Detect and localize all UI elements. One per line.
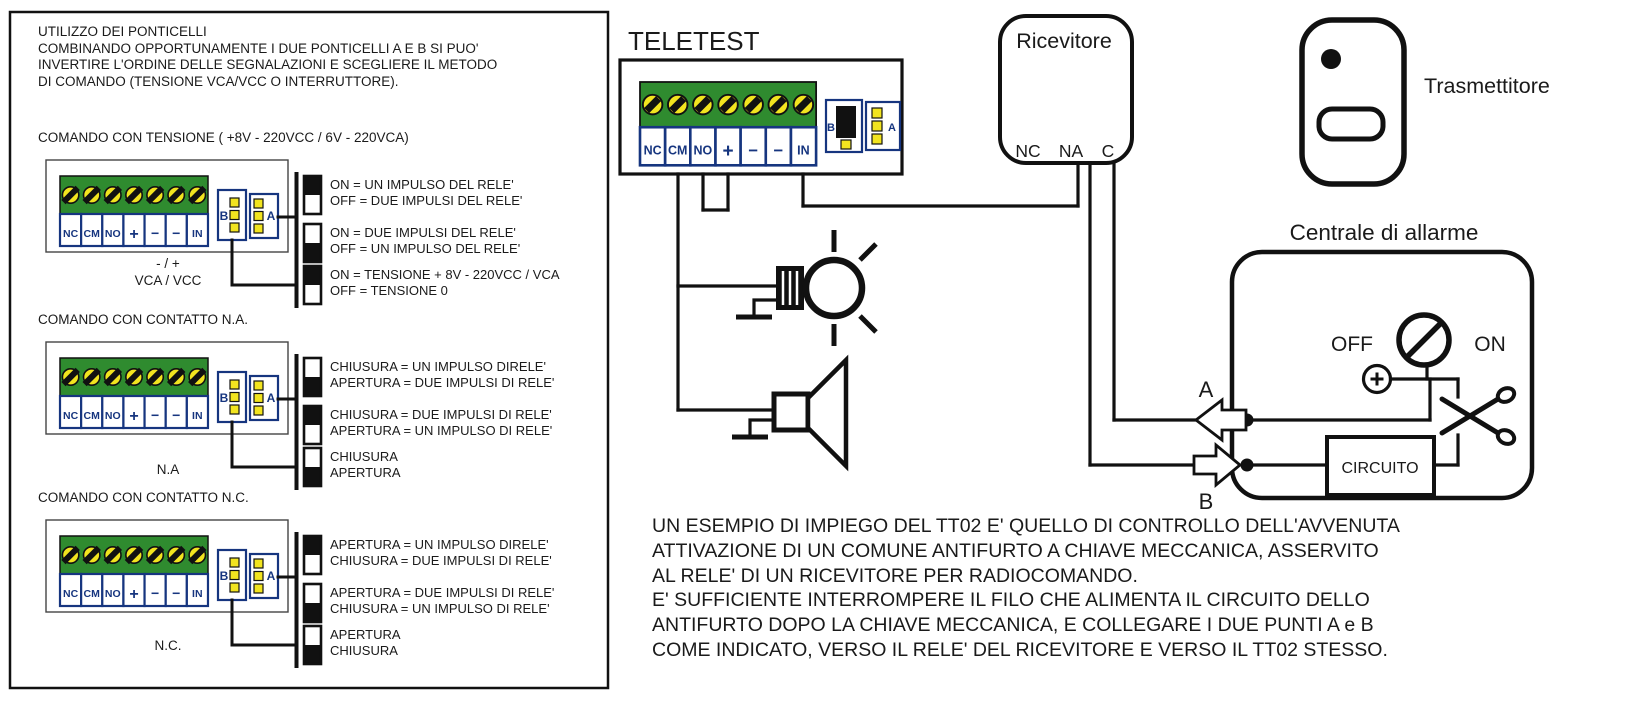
horn-ground-icon [732, 418, 774, 440]
section-contatto-nc-graphics: B A [45, 519, 323, 668]
point-a-arrow-icon [1193, 397, 1248, 443]
centrale-wiring [1245, 363, 1460, 467]
section-contatto-na-graphics: B A [45, 341, 323, 490]
tensione-caption: - / + VCA / VCC [134, 256, 202, 288]
dip-switch-3 [302, 446, 323, 488]
dip-switch-1 [302, 174, 323, 216]
section-tensione-title: COMANDO CON TENSIONE ( +8V - 220VCC / 6V… [38, 130, 409, 145]
jumper-b-cap [836, 106, 856, 138]
left-panel-border [8, 10, 610, 690]
jumper-a-label: A [267, 569, 276, 583]
na-switch3-labels: CHIUSURA APERTURA [330, 449, 401, 480]
tensione-switch1-labels: ON = UN IMPULSO DEL RELE' OFF = DUE IMPU… [330, 177, 523, 208]
tensione-switch3-labels: ON = TENSIONE + 8V - 220VCC / VCA OFF = … [330, 267, 560, 298]
centrale-off-label: OFF [1331, 333, 1373, 356]
scissors-icon [1439, 386, 1517, 446]
dip-switch-3 [302, 264, 323, 306]
dip-switch-1 [302, 356, 323, 398]
ricevitore-unit: Ricevitore NC NA C [998, 14, 1134, 165]
lamp-icon [736, 230, 878, 346]
point-a-label: A [1199, 377, 1214, 402]
na-switch1-labels: CHIUSURA = UN IMPULSO DIRELE' APERTURA =… [330, 359, 555, 390]
jumper-b-label: B [220, 569, 229, 583]
ricevitore-terminal-c: C [1102, 141, 1115, 161]
trasmettitore-button [1316, 106, 1386, 142]
dip-switch-3 [302, 624, 323, 666]
point-b-label: B [1199, 489, 1214, 514]
circuito-label: CIRCUITO [1341, 460, 1418, 477]
dip-switch-1 [302, 534, 323, 576]
usage-note-text: UN ESEMPIO DI IMPIEGO DEL TT02 E' QUELLO… [652, 515, 1400, 661]
jumper-a-label: A [267, 209, 276, 223]
plus-terminal-icon [1361, 363, 1393, 395]
key-switch-icon [1396, 312, 1452, 368]
teletest-title: TELETEST [628, 26, 760, 56]
na-switch2-labels: CHIUSURA = DUE IMPULSI DI RELE' APERTURA… [330, 407, 553, 438]
centrale-title: Centrale di allarme [1290, 220, 1479, 245]
horn-icon [732, 354, 849, 472]
ricevitore-wiring [1088, 161, 1198, 467]
section-nc-title: COMANDO CON CONTATTO N.C. [38, 490, 249, 505]
na-caption: N.A [156, 462, 180, 477]
jumper-b-pin [840, 139, 852, 150]
dip-switch-2 [302, 404, 323, 446]
trasmettitore-label: Trasmettitore [1424, 74, 1550, 98]
circuito-box [1325, 435, 1436, 497]
trasmettitore-led-icon [1321, 49, 1341, 69]
centrale-on-label: ON [1474, 333, 1506, 356]
teletest-wiring [676, 161, 1080, 412]
dip-switch-2 [302, 222, 323, 264]
tensione-switch2-labels: ON = DUE IMPULSI DEL RELE' OFF = UN IMPU… [330, 225, 521, 256]
jumper-b-label: B [220, 391, 229, 405]
connection-dot-b [1240, 458, 1254, 472]
section-tensione-graphics: B A [45, 159, 323, 308]
trasmettitore-body [1299, 17, 1407, 187]
jumper-a-label: A [888, 122, 896, 134]
ricevitore-terminal-na: NA [1059, 141, 1084, 161]
teletest-unit: TELETEST B A [618, 26, 904, 176]
ricevitore-terminal-nc: NC [1015, 141, 1040, 161]
nc-switch3-labels: APERTURA CHIUSURA [330, 627, 401, 658]
nc-switch1-labels: APERTURA = UN IMPULSO DIRELE' CHIUSURA =… [330, 537, 552, 568]
nc-caption: N.C. [154, 638, 182, 653]
dip-switch-2 [302, 582, 323, 624]
ricevitore-title: Ricevitore [1016, 29, 1112, 53]
jumper-b-label: B [220, 209, 229, 223]
jumper-a-label: A [267, 391, 276, 405]
nc-switch2-labels: APERTURA = DUE IMPULSI DI RELE' CHIUSURA… [330, 585, 555, 616]
lamp-ground-icon [736, 298, 776, 320]
trasmettitore-unit: Trasmettitore [1299, 17, 1550, 187]
ricevitore-box [998, 14, 1134, 165]
centrale-unit: Centrale di allarme OFF ON [1229, 220, 1535, 501]
intro-text: UTILIZZO DEI PONTICELLI COMBINANDO OPPOR… [38, 24, 498, 89]
section-na-title: COMANDO CON CONTATTO N.A. [38, 312, 249, 327]
jumper-b-label: B [827, 122, 835, 134]
point-b-arrow-icon [1192, 442, 1243, 488]
